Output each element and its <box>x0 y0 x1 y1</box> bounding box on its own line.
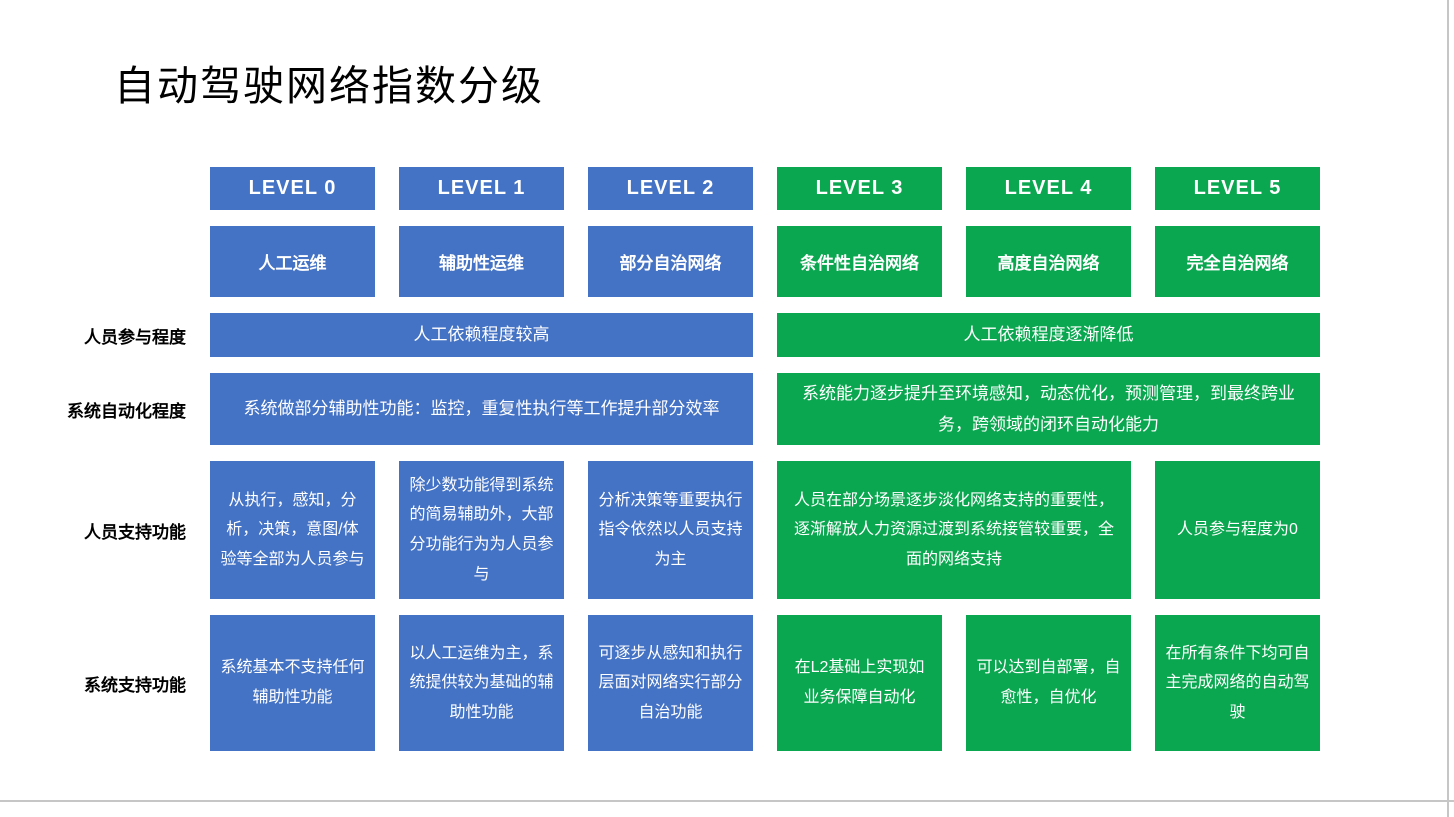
matrix-cell: 可逐步从感知和执行层面对网络实行部分自治功能 <box>588 615 753 751</box>
matrix-cell: 在所有条件下均可自主完成网络的自动驾驶 <box>1155 615 1320 751</box>
level-4-header: LEVEL 4 <box>966 167 1131 210</box>
matrix-cell: 系统做部分辅助性功能：监控，重复性执行等工作提升部分效率 <box>210 373 753 445</box>
level-0-name: 人工运维 <box>210 226 375 297</box>
level-1-header: LEVEL 1 <box>399 167 564 210</box>
matrix-cell: 系统能力逐步提升至环境感知，动态优化，预测管理，到最终跨业务，跨领域的闭环自动化… <box>777 373 1320 445</box>
matrix-cell: 从执行，感知，分析，决策，意图/体验等全部为人员参与 <box>210 461 375 599</box>
slide-bottom-edge-line <box>0 800 1454 802</box>
slide-right-edge-line <box>1447 0 1449 817</box>
matrix-cell: 除少数功能得到系统的简易辅助外，大部分功能行为为人员参与 <box>399 461 564 599</box>
matrix-cell: 人工依赖程度逐渐降低 <box>777 313 1320 357</box>
level-3-name: 条件性自治网络 <box>777 226 942 297</box>
matrix-cell: 人工依赖程度较高 <box>210 313 753 357</box>
level-5-name: 完全自治网络 <box>1155 226 1320 297</box>
level-4-name: 高度自治网络 <box>966 226 1131 297</box>
matrix-cell: 以人工运维为主，系统提供较为基础的辅助性功能 <box>399 615 564 751</box>
row-label-system-automation: 系统自动化程度 <box>67 401 186 421</box>
page-title: 自动驾驶网络指数分级 <box>114 63 544 109</box>
row-label-system-support: 系统支持功能 <box>84 675 186 695</box>
level-2-name: 部分自治网络 <box>588 226 753 297</box>
matrix-cell: 系统基本不支持任何辅助性功能 <box>210 615 375 751</box>
matrix-cell: 在L2基础上实现如业务保障自动化 <box>777 615 942 751</box>
matrix-cell: 分析决策等重要执行指令依然以人员支持为主 <box>588 461 753 599</box>
level-5-header: LEVEL 5 <box>1155 167 1320 210</box>
row-label-personnel-support: 人员支持功能 <box>84 522 186 542</box>
row-label-personnel-participation: 人员参与程度 <box>84 327 186 347</box>
level-3-header: LEVEL 3 <box>777 167 942 210</box>
matrix-cell: 可以达到自部署，自愈性，自优化 <box>966 615 1131 751</box>
matrix-cell: 人员参与程度为0 <box>1155 461 1320 599</box>
level-matrix: LEVEL 0 LEVEL 1 LEVEL 2 LEVEL 3 LEVEL 4 … <box>0 167 1320 751</box>
level-0-header: LEVEL 0 <box>210 167 375 210</box>
matrix-cell: 人员在部分场景逐步淡化网络支持的重要性，逐渐解放人力资源过渡到系统接管较重要，全… <box>777 461 1131 599</box>
level-2-header: LEVEL 2 <box>588 167 753 210</box>
level-1-name: 辅助性运维 <box>399 226 564 297</box>
